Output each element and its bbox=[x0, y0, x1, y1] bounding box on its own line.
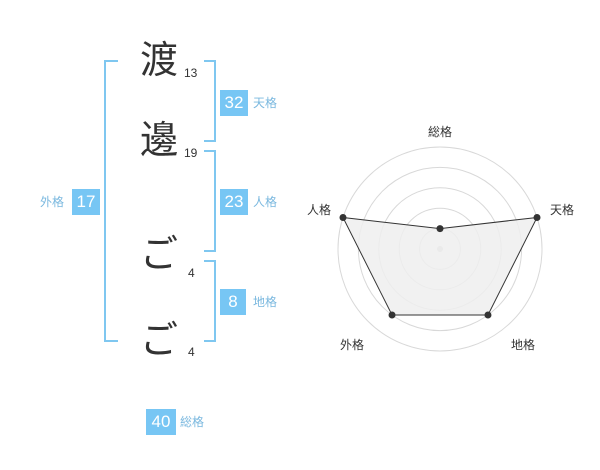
stroke-count-2: 19 bbox=[184, 146, 198, 160]
stroke-count-1: 13 bbox=[184, 66, 198, 80]
radar-point-5 bbox=[339, 213, 347, 221]
radar-point-4 bbox=[388, 311, 396, 319]
gaikaku-bracket bbox=[104, 60, 118, 342]
radar-axis-label-tenkaku: 天格 bbox=[550, 203, 575, 217]
jinkaku-bracket bbox=[204, 150, 216, 252]
gaikaku-label: 外格 bbox=[40, 195, 65, 209]
radar-axis-label-gaikaku: 外格 bbox=[340, 338, 365, 352]
radar-axis-label-chikaku: 地格 bbox=[511, 338, 536, 352]
jinkaku-value: 23 bbox=[220, 189, 248, 215]
soukaku-label: 総格 bbox=[180, 415, 205, 429]
name-char-1: 渡 bbox=[139, 38, 178, 82]
stroke-count-3: 4 bbox=[188, 266, 195, 280]
name-char-4: ご bbox=[139, 318, 178, 362]
soukaku-value: 40 bbox=[146, 409, 176, 435]
name-char-2: 邊 bbox=[139, 118, 178, 162]
tenkaku-value: 32 bbox=[220, 90, 248, 116]
radar-point-1 bbox=[436, 225, 444, 233]
stroke-count-4: 4 bbox=[188, 345, 195, 359]
chikaku-label: 地格 bbox=[253, 295, 278, 309]
radar-point-3 bbox=[484, 311, 492, 319]
name-char-3: ご bbox=[139, 232, 178, 276]
radar-point-2 bbox=[533, 213, 541, 221]
radar-ring-5 bbox=[337, 146, 543, 352]
radar-axis-label-soukaku: 総格 bbox=[428, 125, 453, 139]
chikaku-bracket bbox=[204, 260, 216, 342]
chikaku-value: 8 bbox=[220, 289, 246, 315]
jinkaku-label: 人格 bbox=[253, 195, 278, 209]
radar-axis-label-jinkaku: 人格 bbox=[307, 203, 332, 217]
gaikaku-value: 17 bbox=[72, 189, 100, 215]
tenkaku-bracket bbox=[204, 60, 216, 142]
tenkaku-label: 天格 bbox=[253, 96, 278, 110]
radar-polygon bbox=[342, 216, 538, 316]
